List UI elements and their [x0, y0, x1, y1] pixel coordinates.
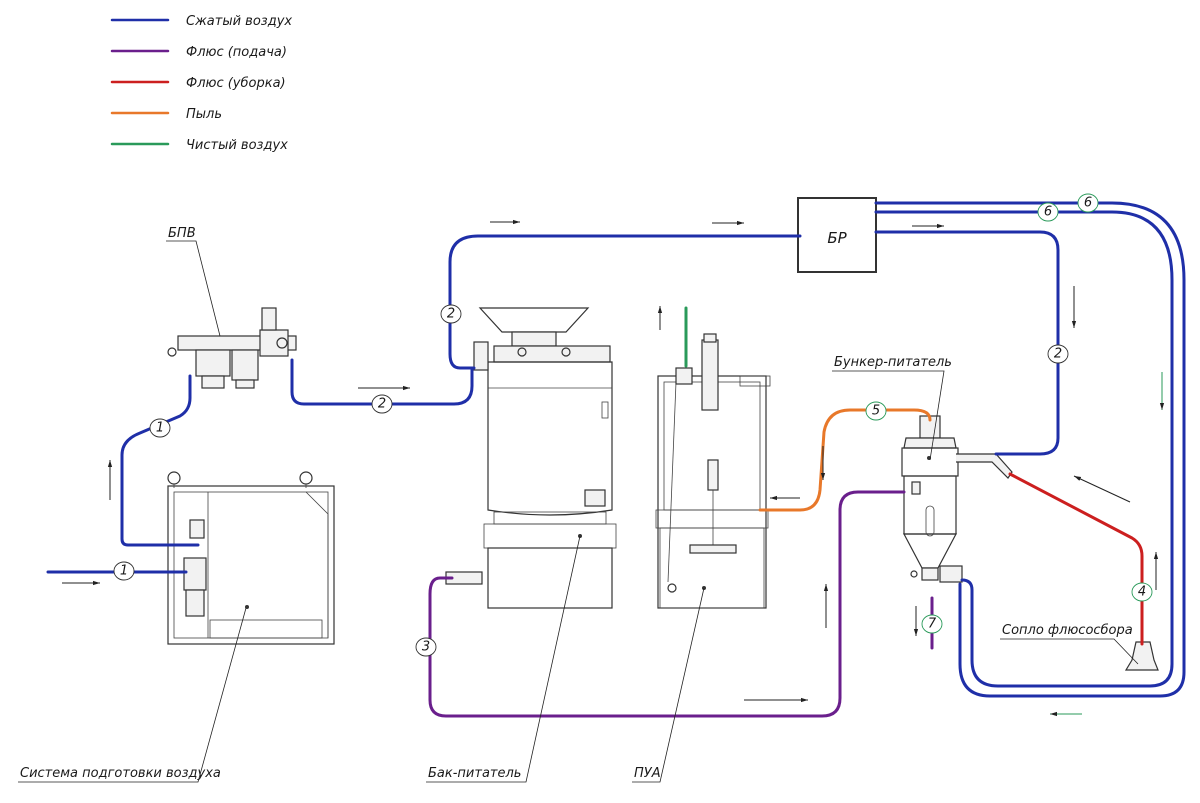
pipe-flux-feed — [428, 490, 906, 718]
pipe-air-6a — [874, 210, 1174, 688]
legend-item-flux-clean: Флюс (уборка) — [110, 76, 286, 91]
line-number-badge: 6 — [1077, 193, 1099, 213]
flux-collector-nozzle — [1124, 641, 1159, 671]
component-labels: БПВ Бункер-питатель Сопло флюсосбора Сис… — [18, 226, 1139, 783]
svg-text:2: 2 — [447, 307, 455, 322]
line-number-badge: 1 — [149, 418, 171, 438]
pipe-air-1 — [120, 374, 200, 547]
hopper-feeder — [901, 415, 1013, 583]
br-label: БР — [827, 229, 847, 247]
legend-label: Флюс (подача) — [186, 45, 287, 60]
line-number-badge: 5 — [865, 401, 887, 421]
svg-text:Бункер-питатель: Бункер-питатель — [834, 355, 952, 370]
svg-text:Система подготовки воздуха: Система подготовки воздуха — [20, 766, 221, 781]
legend-item-flux-feed: Флюс (подача) — [110, 45, 287, 60]
pipe-air-6b — [874, 201, 1186, 698]
legend: Сжатый воздух Флюс (подача) Флюс (уборка… — [110, 14, 292, 153]
line-number-badge: 2 — [1047, 344, 1069, 364]
pua-unit — [655, 333, 771, 609]
svg-text:4: 4 — [1138, 585, 1146, 600]
legend-label: Флюс (уборка) — [186, 76, 286, 91]
svg-text:1: 1 — [156, 421, 164, 436]
feed-tank — [445, 307, 617, 609]
svg-text:ПУА: ПУА — [634, 766, 661, 781]
label-air-system: Система подготовки воздуха — [18, 607, 247, 783]
legend-label: Пыль — [186, 107, 222, 122]
legend-item-compressed-air: Сжатый воздух — [110, 14, 292, 29]
svg-text:6: 6 — [1044, 205, 1052, 220]
svg-text:Бак-питатель: Бак-питатель — [428, 766, 521, 781]
label-hopper: Бункер-питатель — [832, 355, 952, 461]
svg-text:1: 1 — [120, 564, 128, 579]
line-number-badge: 7 — [921, 614, 943, 634]
legend-item-clean-air: Чистый воздух — [110, 138, 288, 153]
label-bpv: БПВ — [166, 226, 221, 337]
label-pua: ПУА — [632, 587, 705, 783]
legend-item-dust: Пыль — [110, 107, 222, 122]
air-preparation-system — [167, 471, 335, 645]
line-number-badge: 6 — [1037, 202, 1059, 222]
svg-text:5: 5 — [872, 404, 880, 419]
svg-text:7: 7 — [928, 617, 937, 632]
pipes — [46, 201, 1186, 718]
label-feed-tank: Бак-питатель — [426, 535, 581, 783]
br-unit: БР — [797, 197, 877, 273]
legend-label: Чистый воздух — [186, 138, 288, 153]
line-number-badge: 2 — [371, 394, 393, 414]
legend-label: Сжатый воздух — [186, 14, 292, 29]
svg-text:2: 2 — [378, 397, 386, 412]
line-number-badge: 4 — [1131, 582, 1153, 602]
svg-text:3: 3 — [422, 640, 430, 655]
svg-text:БПВ: БПВ — [168, 226, 196, 241]
svg-text:Сопло флюсосбора: Сопло флюсосбора — [1002, 623, 1133, 638]
svg-text:2: 2 — [1054, 347, 1062, 362]
line-number-badge: 1 — [113, 561, 135, 581]
line-number-badge: 3 — [415, 637, 437, 657]
bpv-unit — [167, 307, 297, 389]
label-nozzle: Сопло флюсосбора — [1000, 623, 1139, 665]
line-numbers: 1 1 2 2 2 3 4 5 6 6 7 — [113, 193, 1153, 657]
pipe-dust — [758, 408, 932, 512]
line-number-badge: 2 — [440, 304, 462, 324]
svg-text:6: 6 — [1084, 196, 1092, 211]
pipe-flux-cleanup — [1008, 472, 1144, 646]
pipe-air-br-hopper — [874, 230, 1060, 456]
flow-arrows — [62, 219, 1165, 717]
